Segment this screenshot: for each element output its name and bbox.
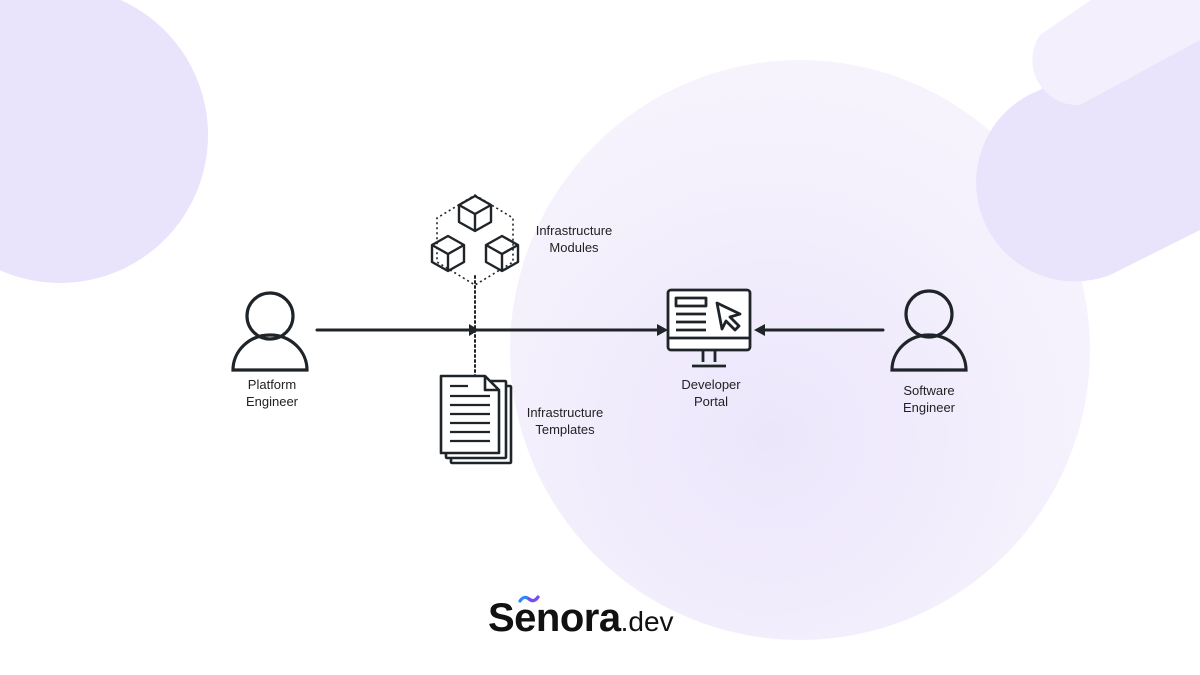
developer-portal-label: Developer Portal [681,377,741,409]
documents-icon [439,374,513,465]
logo-tld-text: .dev [620,606,674,637]
center-right-blob [510,60,1090,640]
infrastructure-modules-label: Infrastructure Modules [535,223,613,255]
arrowhead-modules-junction [469,324,479,336]
software-engineer-label: Software Engineer [902,383,956,415]
top-left-blob [0,0,208,283]
infrastructure-templates-label: Infrastructure Templates [526,405,604,437]
person-icon [890,289,968,372]
logo-brand-text: Senora [488,596,621,640]
monitor-cursor-icon [666,288,752,368]
logo-tilde-accent [518,595,540,603]
top-right-blob [976,0,1200,282]
person-icon [231,291,309,372]
cubes-icon [430,194,520,286]
arrowhead-portal-right [754,324,765,336]
top-right-blob-highlight [1032,0,1200,106]
platform-engineer-label: Platform Engineer [245,377,299,409]
senora-logo: Senora.dev [488,595,674,640]
arrowhead-portal-left [657,324,668,336]
